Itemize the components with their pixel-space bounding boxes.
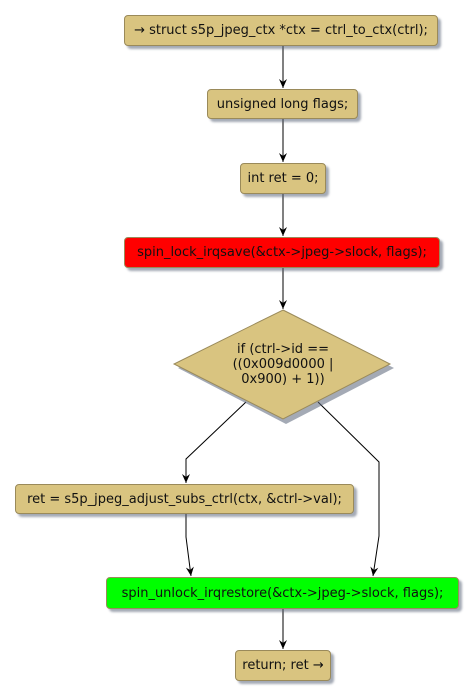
condition-diamond xyxy=(172,309,392,420)
spin-unlock-node: spin_unlock_irqrestore(&ctx->jpeg->slock… xyxy=(106,577,459,609)
adjust-subs-node: ret = s5p_jpeg_adjust_subs_ctrl(ctx, &ct… xyxy=(15,484,354,514)
edge-adjust-to-unlock xyxy=(185,514,194,577)
decl-flags-node: unsigned long flags; xyxy=(207,89,358,119)
decl-flags-label: unsigned long flags; xyxy=(216,96,349,112)
spin-unlock-label: spin_unlock_irqrestore(&ctx->jpeg->slock… xyxy=(121,585,444,601)
decl-ret-node: int ret = 0; xyxy=(240,163,326,194)
adjust-subs-label: ret = s5p_jpeg_adjust_subs_ctrl(ctx, &ct… xyxy=(27,491,342,507)
return-node: return; ret → xyxy=(235,650,331,681)
start-node-label: → struct s5p_jpeg_ctx *ctx = ctrl_to_ctx… xyxy=(134,23,428,38)
condition-label: if (ctrl->id == ((0x009d0000 | 0x900) + … xyxy=(200,342,366,387)
condition-line-3: 0x900) + 1)) xyxy=(241,372,325,387)
decl-ret-label: int ret = 0; xyxy=(247,171,319,186)
return-label: return; ret → xyxy=(242,658,324,673)
condition-line-1: if (ctrl->id == xyxy=(237,342,329,357)
start-node: → struct s5p_jpeg_ctx *ctx = ctrl_to_ctx… xyxy=(124,15,438,46)
edge-condition-to-adjust xyxy=(182,401,247,483)
spin-lock-node: spin_lock_irqsave(&ctx->jpeg->slock, fla… xyxy=(124,237,440,268)
edge-condition-to-unlock xyxy=(317,401,380,577)
condition-line-2: ((0x009d0000 | xyxy=(232,357,334,372)
spin-lock-label: spin_lock_irqsave(&ctx->jpeg->slock, fla… xyxy=(137,245,427,260)
